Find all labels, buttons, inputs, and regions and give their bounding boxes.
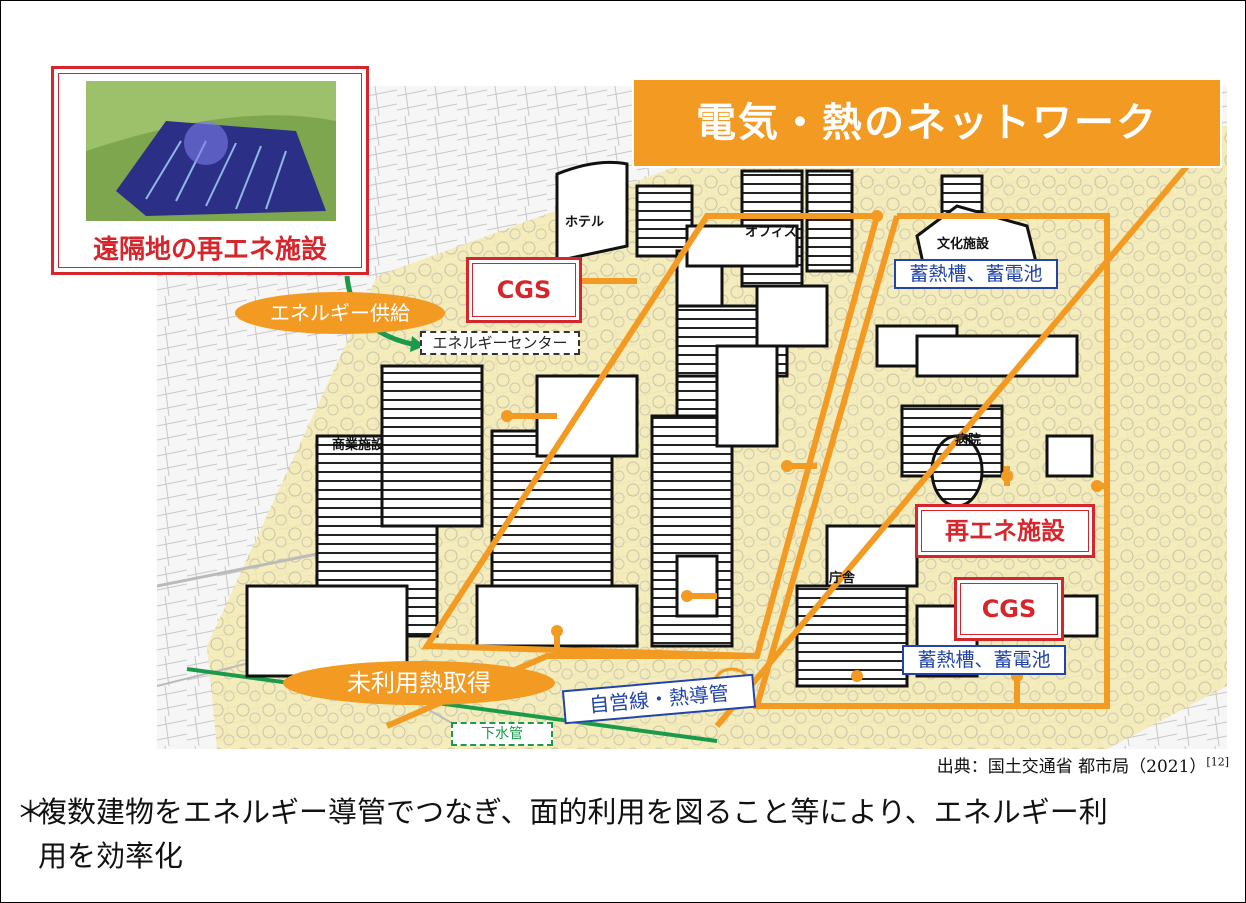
label-hospital: 病院	[955, 432, 981, 448]
label-office: オフィス	[745, 225, 797, 240]
label-hotel: ホテル	[565, 215, 604, 230]
energy-supply-oval: エネルギー供給	[235, 292, 445, 334]
source-text: 出典：国土交通省 都市局（2021）	[936, 757, 1207, 777]
sewer-label: 下水管	[451, 722, 553, 746]
connection-dots	[501, 210, 1103, 682]
energy-center-label: エネルギーセンター	[420, 331, 580, 355]
caption-bullet: ＊	[16, 795, 46, 829]
storage-label-bottom: 蓄熱槽、蓄電池	[902, 645, 1066, 675]
caption-line-1: 複数建物をエネルギー導管でつなぎ、面的利用を図ること等により、エネルギー利	[38, 795, 1108, 829]
cgs-label-bottom: CGS	[981, 595, 1037, 623]
network-title: 電気・熱のネットワーク	[632, 78, 1222, 168]
label-government: 庁舎	[828, 570, 856, 586]
cgs-box-bottom: CGS	[954, 577, 1064, 641]
label-culture: 文化施設	[937, 236, 990, 252]
remote-facility-title: 遠隔地の再エネ施設	[92, 235, 327, 265]
renewable-facility-box: 再エネ施設	[915, 504, 1095, 558]
caption-line-2: 用を効率化	[38, 839, 184, 873]
label-commercial: 商業施設	[332, 437, 385, 453]
unused-heat-oval: 未利用熱取得	[283, 661, 555, 705]
caption: ＊複数建物をエネルギー導管でつなぎ、面的利用を図ること等により、エネルギー利 用…	[16, 790, 1231, 878]
source-ref: [12]	[1206, 755, 1229, 769]
renewable-facility-label: 再エネ施設	[945, 517, 1065, 545]
source-note: 出典：国土交通省 都市局（2021）[12]	[937, 752, 1229, 777]
cgs-box-top: CGS	[466, 257, 582, 323]
remote-renewable-panel: 遠隔地の再エネ施設	[51, 66, 369, 275]
buildings	[245, 160, 1099, 688]
solar-farm-image	[86, 81, 336, 221]
storage-label-top: 蓄熱槽、蓄電池	[894, 259, 1058, 289]
sewer-line	[186, 667, 718, 743]
cgs-label-top: CGS	[496, 276, 552, 304]
